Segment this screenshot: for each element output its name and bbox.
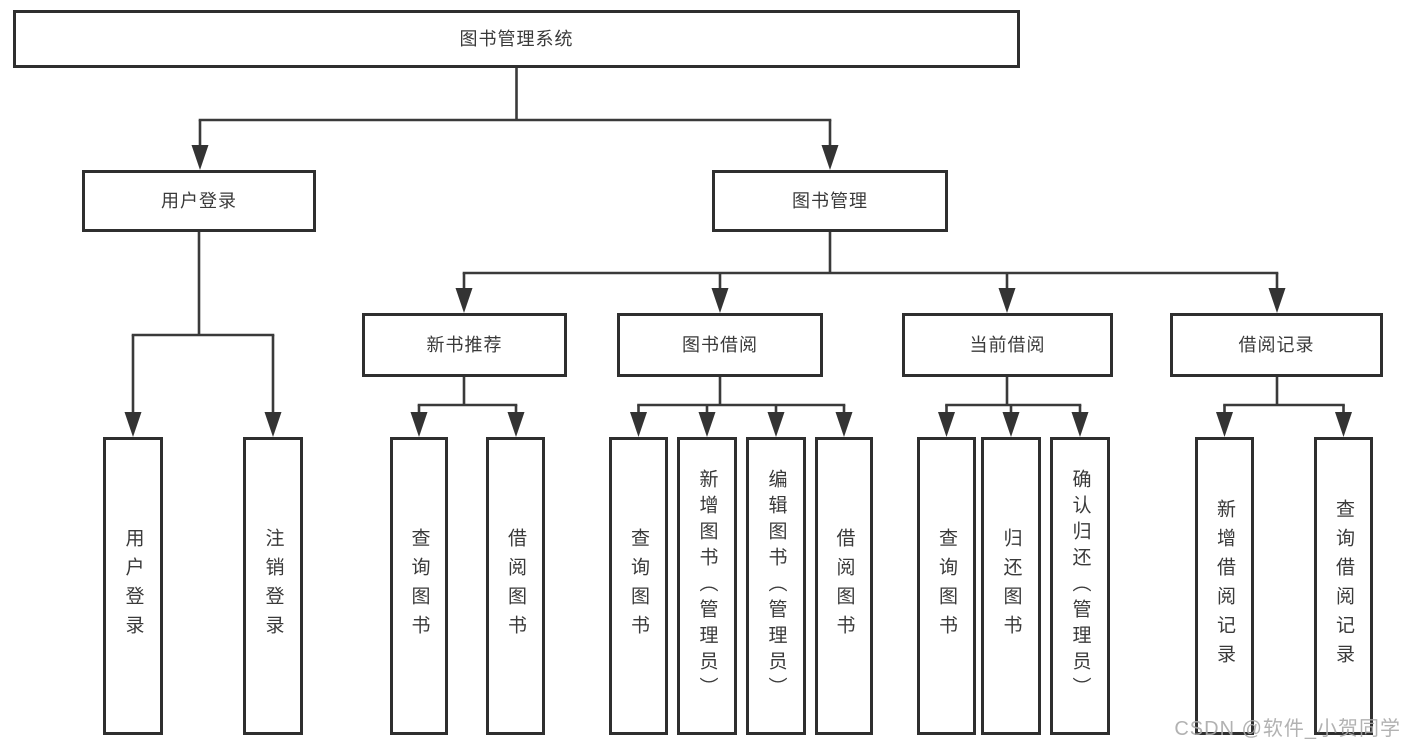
leaf-edit-books-admin: 编辑图书（管理员） [746, 437, 806, 735]
csdn-watermark: CSDN @软件_小贺同学 [1174, 718, 1401, 740]
node-current-borrowing: 当前借阅 [902, 313, 1113, 377]
node-new-book-recommendation: 新书推荐 [362, 313, 567, 377]
node-book-borrowing: 图书借阅 [617, 313, 823, 377]
node-library-management-system: 图书管理系统 [13, 10, 1020, 68]
leaf-rec-query-books: 查询图书 [390, 437, 448, 735]
leaf-rec-borrow-books: 借阅图书 [486, 437, 545, 735]
leaf-current-query-books: 查询图书 [917, 437, 976, 735]
leaf-logout: 注销登录 [243, 437, 303, 735]
leaf-borrow-borrow-books: 借阅图书 [815, 437, 873, 735]
leaf-add-books-admin: 新增图书（管理员） [677, 437, 737, 735]
leaf-return-books: 归还图书 [981, 437, 1041, 735]
leaf-query-borrow-record: 查询借阅记录 [1314, 437, 1373, 735]
leaf-user-login: 用户登录 [103, 437, 163, 735]
leaf-confirm-return-admin: 确认归还（管理员） [1050, 437, 1110, 735]
leaf-borrow-query-books: 查询图书 [609, 437, 668, 735]
leaf-add-borrow-record: 新增借阅记录 [1195, 437, 1254, 735]
node-user-login: 用户登录 [82, 170, 316, 232]
node-book-management: 图书管理 [712, 170, 948, 232]
node-borrowing-records: 借阅记录 [1170, 313, 1383, 377]
